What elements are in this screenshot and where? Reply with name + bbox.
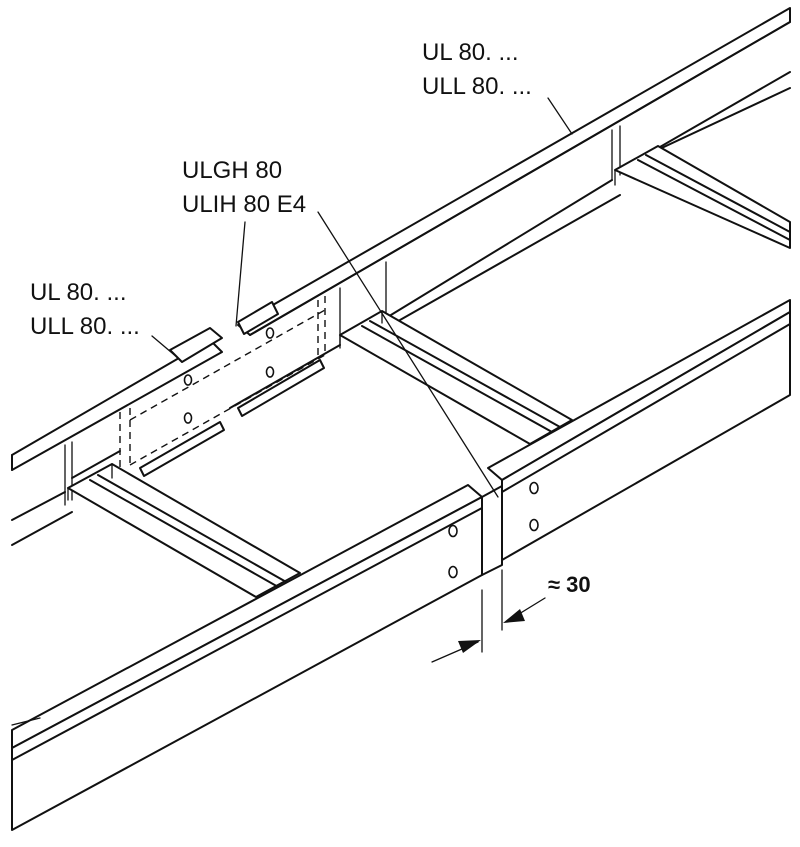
connector-plate-back xyxy=(119,296,326,477)
back-rail-joint-caps xyxy=(169,301,279,363)
front-connector-plate xyxy=(481,485,503,576)
dimension-arrow-left xyxy=(458,640,481,653)
leader-lines xyxy=(151,97,573,498)
rung-3 xyxy=(614,145,791,249)
rung-2 xyxy=(339,310,573,445)
front-rail-left xyxy=(11,484,483,831)
label-top-right-line2: ULL 80. ... xyxy=(422,73,532,100)
label-left-line1: UL 80. ... xyxy=(30,279,127,306)
back-rail-web xyxy=(11,179,621,546)
rung-1 xyxy=(67,463,301,598)
back-rail-left xyxy=(11,339,223,506)
label-left-line2: ULL 80. ... xyxy=(30,313,140,340)
label-top-right-line1: UL 80. ... xyxy=(422,39,519,66)
gap-dimension-label: ≈ 30 xyxy=(548,572,591,597)
front-rail-right xyxy=(487,299,791,561)
label-connector-line1: ULGH 80 xyxy=(182,157,282,184)
label-connector-line2: ULIH 80 E4 xyxy=(182,191,306,218)
back-rail-right xyxy=(237,7,791,346)
gap-dimension xyxy=(431,569,546,663)
dimension-arrow-right xyxy=(503,609,525,623)
